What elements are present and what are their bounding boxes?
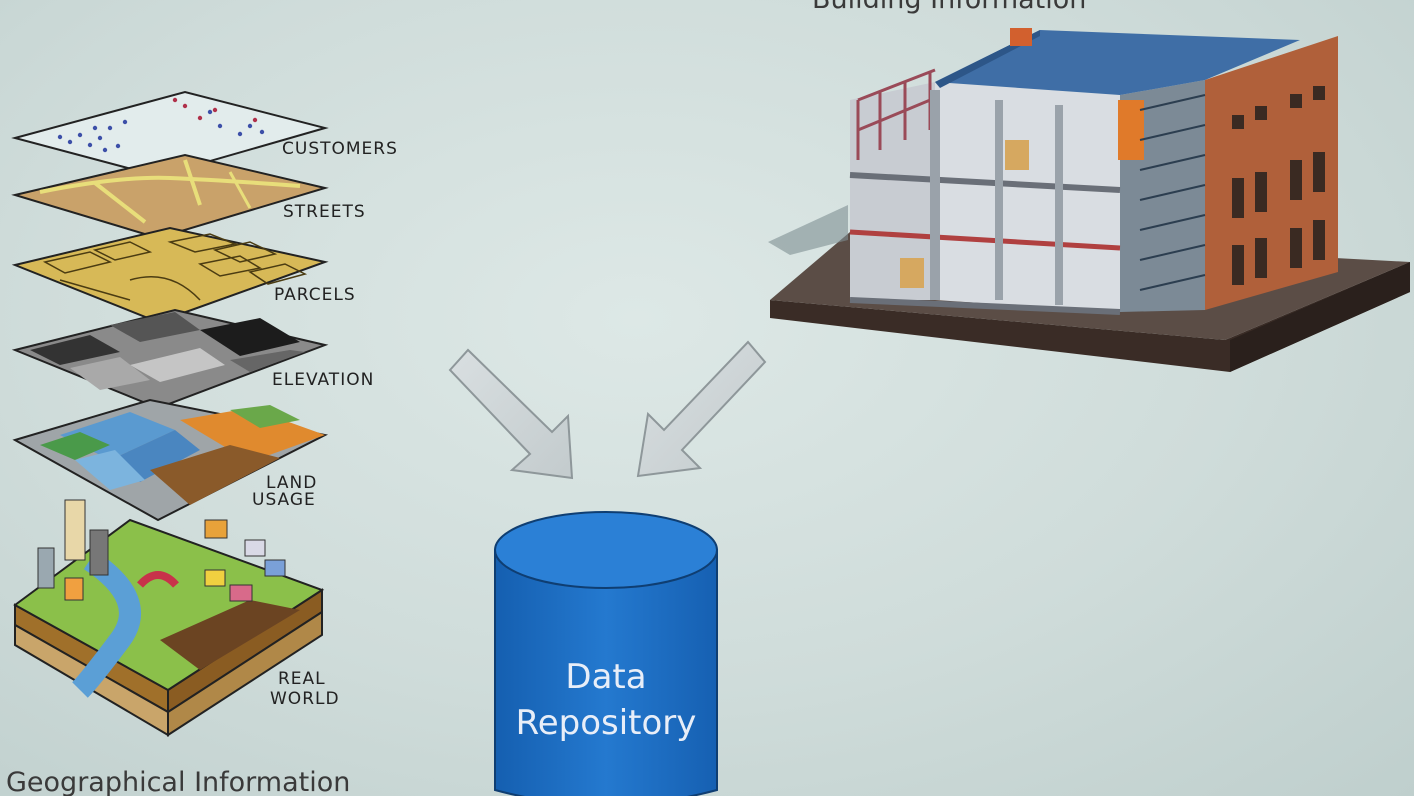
land-usage-layer bbox=[12, 398, 329, 522]
land-usage-label-line1: LAND bbox=[266, 473, 317, 493]
repository-label-line2: Repository bbox=[516, 703, 697, 743]
streets-layer bbox=[11, 153, 329, 240]
customers-label: CUSTOMERS bbox=[282, 139, 398, 159]
elevation-layer bbox=[11, 308, 329, 410]
elevation-label: ELEVATION bbox=[272, 370, 374, 390]
real-world-label-line2: WORLD bbox=[270, 689, 340, 709]
parcels-layer bbox=[11, 226, 329, 324]
real-world-label-line1: REAL bbox=[278, 669, 326, 689]
land-usage-label-line2: USAGE bbox=[252, 490, 316, 510]
gis-layer-stack bbox=[11, 90, 329, 737]
customers-layer bbox=[11, 90, 329, 178]
streets-label: STREETS bbox=[283, 202, 366, 222]
parcels-label: PARCELS bbox=[274, 285, 356, 305]
real-world-layer bbox=[13, 499, 325, 737]
building-model bbox=[768, 28, 1410, 372]
gis-caption: Geographical Information bbox=[6, 767, 350, 796]
arrow-from-gis bbox=[448, 348, 574, 480]
data-repository-cylinder: Data Repository bbox=[494, 511, 718, 796]
gis-labels: CUSTOMERS STREETS PARCELS ELEVATION LAND… bbox=[252, 139, 398, 709]
arrow-from-bim bbox=[636, 340, 767, 478]
bim-caption: Building Information bbox=[812, 0, 1086, 15]
repository-label-line1: Data bbox=[565, 657, 646, 697]
